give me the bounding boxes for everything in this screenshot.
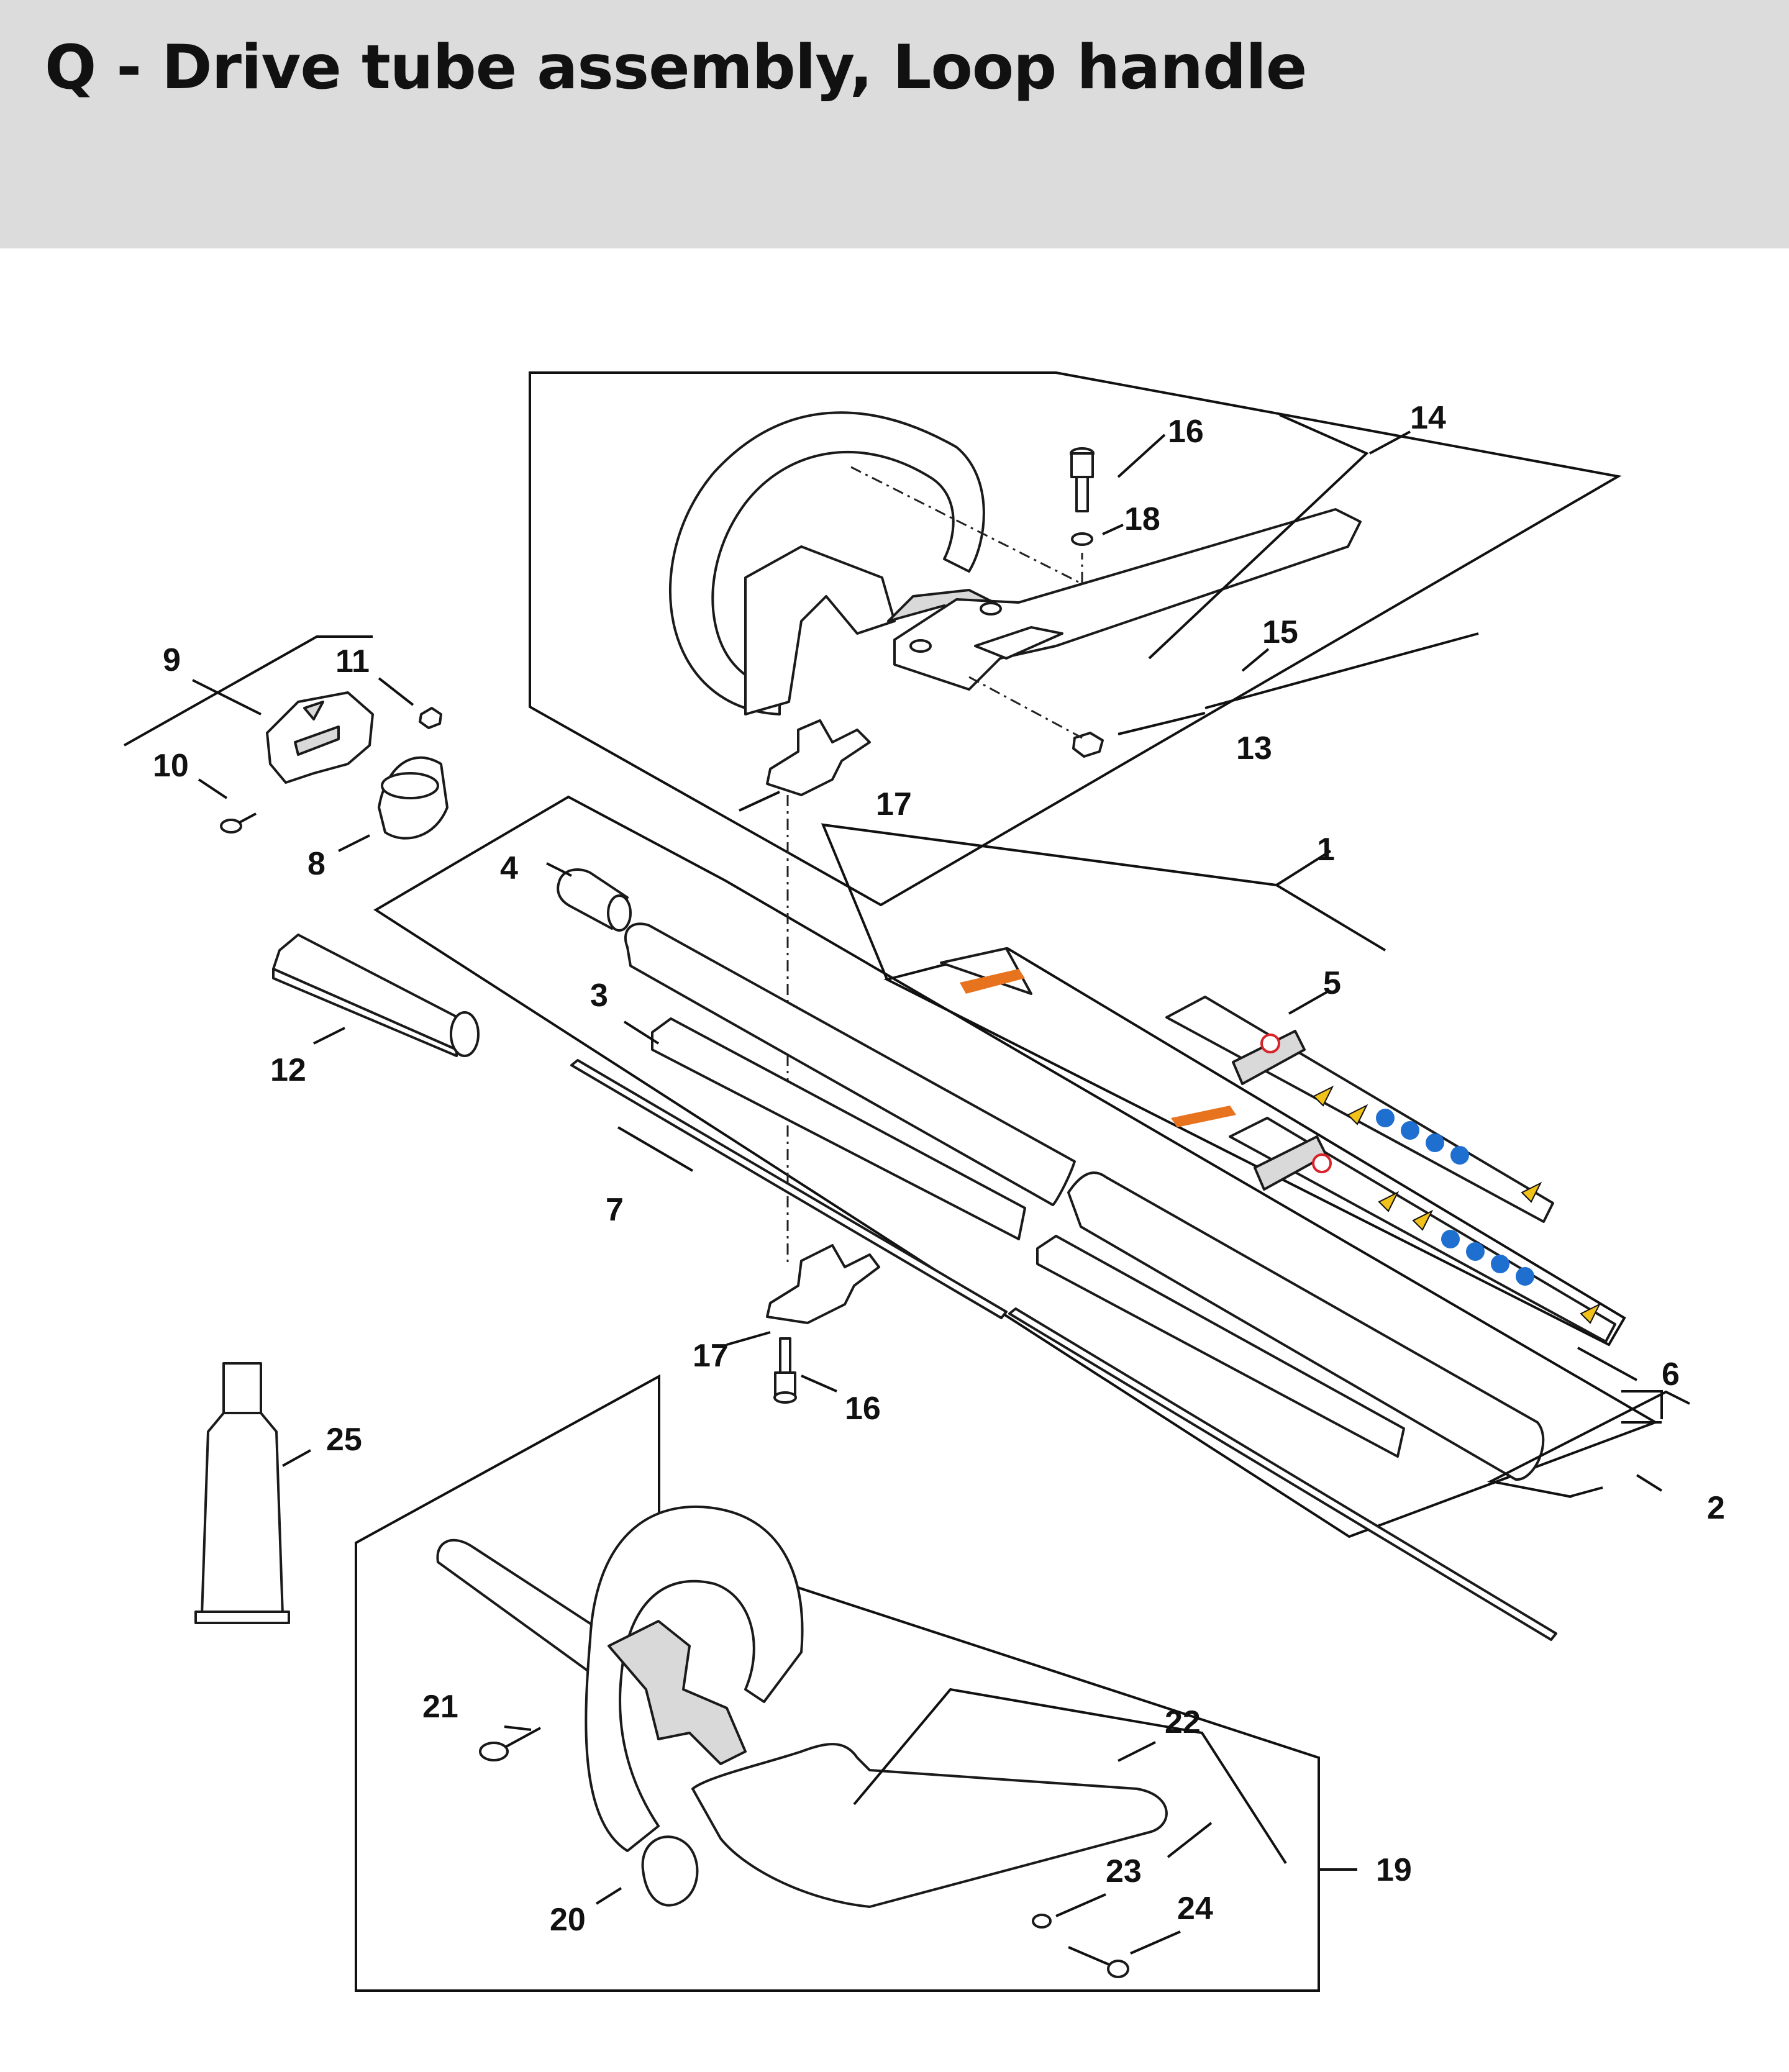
drive-shaft-7-part [570,1059,1557,1641]
grease-tube-25-part [194,1362,290,1624]
ppe-mandatory-icon [1441,1230,1460,1248]
warning-triangle-icon [1412,1209,1434,1231]
bike-handle-frame [355,1374,1320,1992]
ppe-mandatory-icon [1466,1242,1485,1261]
screw-16-top-part [1070,447,1095,512]
screw-24-part [1068,1946,1129,1978]
callout-22: 22 [1165,1704,1201,1740]
callout-4: 4 [500,850,518,886]
grip-22-part [691,1743,1168,1908]
screw-10-part [220,812,257,834]
screw-16-bottom-part [773,1337,797,1404]
warning-label-6-part [940,947,1616,1343]
screw-21-part [479,1727,541,1761]
callout-9: 9 [163,642,181,678]
callout-23: 23 [1106,1853,1142,1889]
drive-tube-frame [373,795,1659,1538]
callout-25: 25 [326,1422,362,1458]
callout-19: 19 [1376,1852,1412,1888]
callout-12: 12 [270,1052,306,1088]
ppe-mandatory-icon [1491,1255,1509,1273]
callout-18: 18 [1124,501,1160,537]
warning-triangle-icon [1521,1181,1542,1203]
page-title: Q - Drive tube assembly, Loop handle [45,32,1307,103]
prohibition-icon [1260,1034,1280,1053]
callout-21: 21 [422,1689,458,1725]
ppe-mandatory-icon [1401,1121,1419,1140]
callout-14: 14 [1410,400,1446,436]
clamp-20-part [641,1835,699,1907]
ppe-mandatory-icon [1516,1267,1534,1286]
callout-17-bottom: 17 [693,1338,729,1374]
callout-24: 24 [1177,1891,1213,1927]
nut-13-part [1072,732,1104,758]
callout-6: 6 [1662,1356,1680,1393]
clamp-17-bottom-part [766,1244,880,1324]
housing-9-part [266,691,374,784]
header-bar: Q - Drive tube assembly, Loop handle [0,0,1789,248]
warning-triangle-icon [1378,1191,1400,1212]
callout-1: 1 [1317,832,1335,868]
warning-triangle-icon [1347,1104,1368,1125]
callout-20: 20 [550,1902,586,1938]
prohibition-icon [1312,1153,1332,1173]
ppe-mandatory-icon [1450,1146,1469,1165]
nut-11-part [419,707,442,729]
clamp-8-part [378,756,448,840]
callout-10: 10 [153,748,189,784]
loop-handle-part [668,411,1008,716]
callout-8: 8 [307,846,325,882]
callout-3: 3 [590,978,608,1014]
callout-16-top: 16 [1168,414,1204,450]
ppe-mandatory-icon [1376,1109,1395,1127]
loop-handle-frame [529,371,1622,907]
clamp-17-top-part [766,719,871,796]
washer-18-part [1071,532,1093,546]
callout-7: 7 [606,1192,624,1228]
callout-11: 11 [335,643,370,679]
callout-17-top: 17 [876,786,912,822]
warning-label-5-part [1165,996,1554,1223]
insert-12-part [272,934,480,1057]
warning-triangle-icon [1580,1302,1601,1324]
washer-23-part [1032,1914,1052,1929]
warning-triangle-icon [1313,1085,1334,1107]
callout-5: 5 [1323,965,1341,1001]
bushing-4-part [557,868,632,932]
handle-19-part [436,1505,804,1852]
callout-13: 13 [1236,730,1272,766]
liner-3-part [651,1017,1405,1458]
callout-15: 15 [1262,614,1298,650]
drive-tube-2-part [624,922,1545,1481]
handle-clamp-part [893,508,1362,691]
callout-16-bottom: 16 [845,1391,881,1427]
callout-2: 2 [1707,1490,1725,1526]
ppe-mandatory-icon [1426,1134,1444,1152]
